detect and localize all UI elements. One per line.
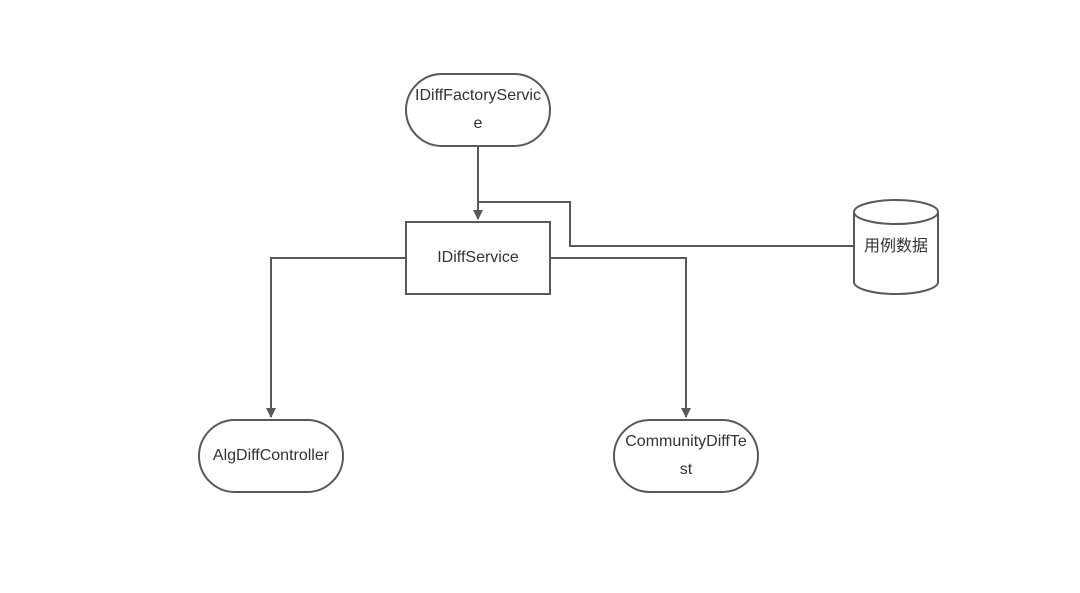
factory-node: [405, 73, 551, 147]
service-node: [405, 221, 551, 295]
service-label: IDiffService: [437, 249, 519, 266]
community-node: [613, 419, 759, 493]
edge-data-to-service: [478, 201, 854, 247]
data-label: 用例数据: [864, 238, 929, 255]
edge-service-to-alg: [266, 257, 406, 418]
alg-label: AlgDiffController: [212, 447, 330, 464]
edge-service-to-community: [550, 257, 691, 418]
data-cylinder-node: [853, 199, 939, 295]
factory-label: IDiffFactoryService: [415, 87, 541, 132]
community-label: CommunityDiffTest: [625, 433, 747, 478]
alg-node: [198, 419, 344, 493]
